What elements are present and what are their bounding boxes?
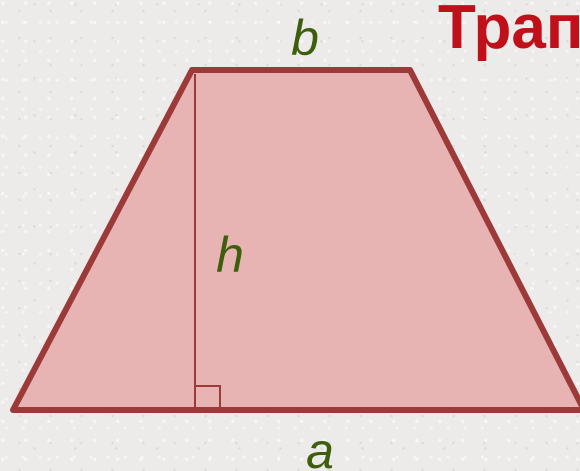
height-label: h (216, 227, 244, 283)
right-angle-marker (195, 385, 221, 408)
bottom-base-label: a (306, 423, 334, 471)
top-base-label: b (291, 10, 319, 66)
slide-title: Трап (438, 0, 580, 62)
trapezoid-shape (10, 67, 580, 413)
